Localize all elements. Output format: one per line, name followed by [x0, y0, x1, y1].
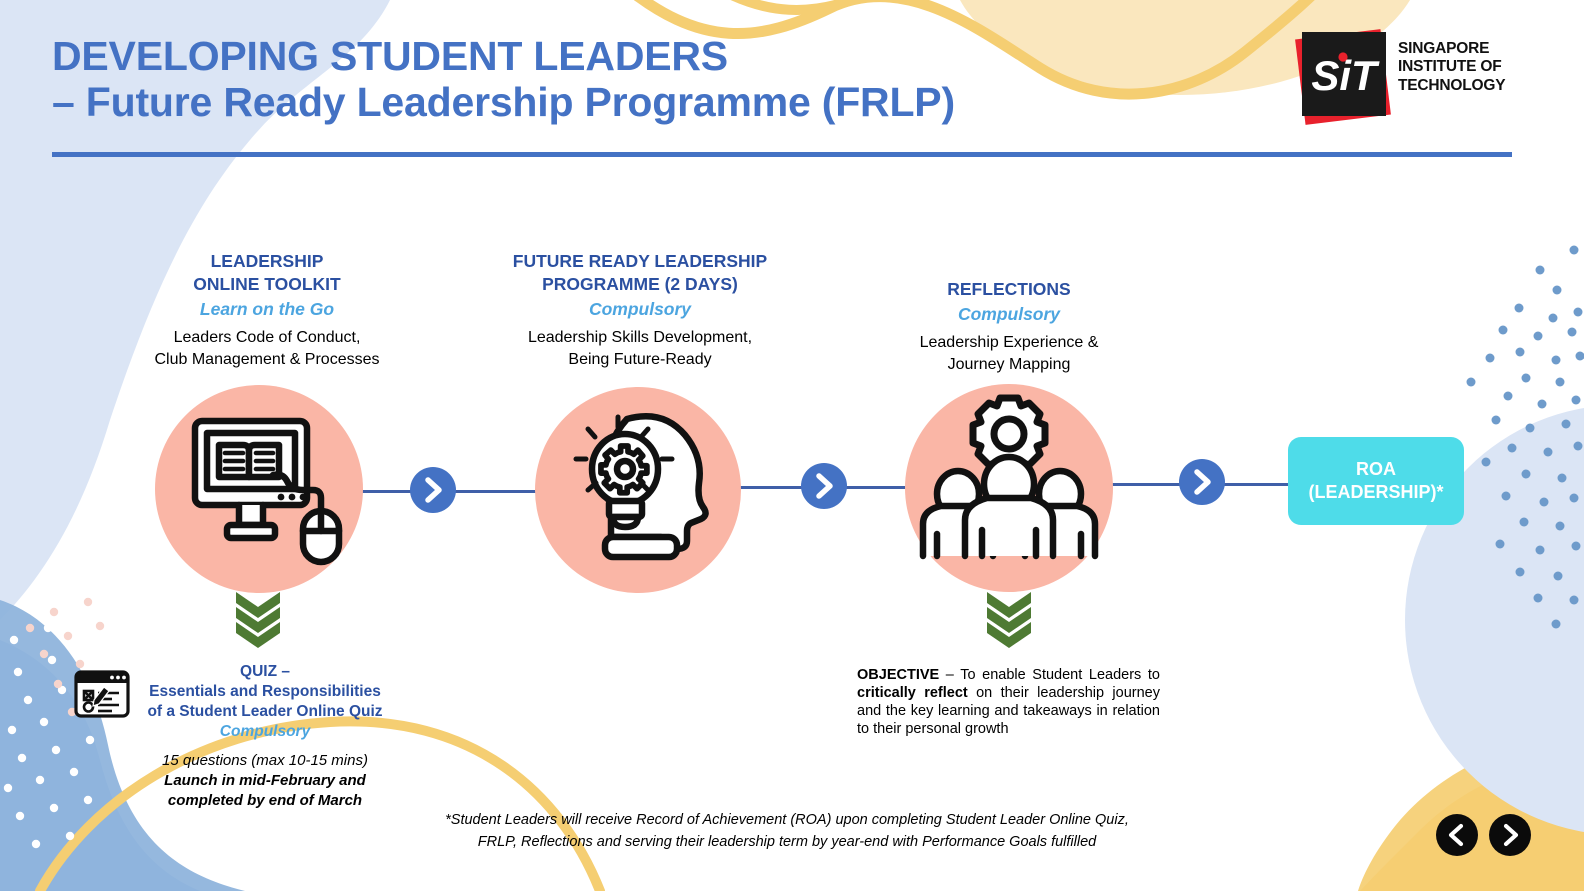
logo-word-line-2: INSTITUTE OF — [1398, 58, 1502, 76]
logo-word-line-3: TECHNOLOGY — [1398, 76, 1506, 94]
quiz-info-block: QUIZ – Essentials and Responsibilities o… — [140, 662, 390, 812]
stage-3-desc-line-2: Journey Mapping — [947, 355, 1071, 373]
chevron-right-icon — [1503, 823, 1519, 847]
objective-paragraph: OBJECTIVE – To enable Student Leaders to… — [857, 666, 1160, 739]
triple-chevron-down-icon — [987, 592, 1031, 648]
roa-line-1: ROA — [1355, 458, 1396, 479]
connector-5 — [1110, 483, 1206, 486]
pipeline-arrow-3 — [1179, 459, 1225, 505]
deco-wave-yellow-bottom — [35, 716, 605, 891]
stage-2-desc-line-2: Being Future-Ready — [568, 351, 712, 369]
chevron-right-icon — [1194, 469, 1211, 495]
roa-leadership-box[interactable]: ROA (LEADERSHIP)* — [1288, 437, 1464, 525]
team-gear-icon — [919, 394, 1099, 560]
quiz-icon-wrapper — [74, 670, 130, 718]
previous-slide-button[interactable] — [1436, 814, 1478, 856]
quiz-title-line-3: of a Student Leader Online Quiz — [147, 702, 383, 720]
objective-label: OBJECTIVE — [857, 667, 940, 683]
footnote-line-2: FRLP, Reflections and serving their lead… — [477, 833, 1097, 850]
stage-header-future-ready-leadership-programme: FUTURE READY LEADERSHIP PROGRAMME (2 DAY… — [495, 250, 785, 371]
deco-dots-right — [1466, 245, 1584, 629]
stage-2-subtitle: Compulsory — [588, 299, 692, 320]
connector-2 — [430, 490, 546, 493]
quiz-note-line-2-text: Launch in mid-February and — [164, 772, 366, 790]
stage-2-icon-circle — [535, 387, 741, 593]
quiz-title-line-2: Essentials and Responsibilities — [149, 682, 381, 700]
roa-line-2: (LEADERSHIP)* — [1308, 482, 1444, 502]
quiz-title-line-1: QUIZ – — [240, 663, 290, 680]
page-title: DEVELOPING STUDENT LEADERS – Future Read… — [52, 33, 1152, 126]
quiz-note-line-3: completed by end of March — [140, 791, 390, 811]
stage-1-icon-circle — [155, 385, 363, 593]
stage-3-subtitle: Compulsory — [957, 304, 1061, 325]
stage-header-reflections: REFLECTIONS Compulsory Leadership Experi… — [885, 278, 1133, 376]
footnote-block: *Student Leaders will receive Record of … — [392, 810, 1182, 854]
stage-3-title-line-1: REFLECTIONS — [947, 279, 1071, 299]
head-lightbulb-gear-icon — [573, 413, 709, 561]
quiz-note-line-2: Launch in mid-February and — [140, 771, 390, 791]
stage-3-icon-circle — [905, 384, 1113, 592]
logo-sit-mark: SiT — [1311, 52, 1380, 99]
quiz-note-line-1: 15 questions (max 10-15 mins) — [162, 751, 368, 769]
logo-wordmark: SINGAPORE INSTITUTE OF TECHNOLOGY — [1398, 40, 1506, 95]
chevron-right-icon — [816, 473, 833, 499]
deco-blob-top-yellow — [960, 0, 1410, 95]
quiz-subtitle: Compulsory — [219, 723, 311, 741]
footnote-line-1: *Student Leaders will receive Record of … — [445, 812, 1129, 828]
title-line-2: – Future Ready Leadership Programme (FRL… — [52, 78, 955, 125]
down-chevrons-quiz — [232, 590, 284, 648]
stage-2-title-line-2: PROGRAMME (2 DAYS) — [542, 274, 738, 295]
quiz-form-window-icon — [74, 670, 130, 718]
deco-wave-yellow-1 — [633, 0, 1315, 100]
stage-header-leadership-online-toolkit: LEADERSHIP ONLINE TOOLKIT Learn on the G… — [143, 250, 391, 371]
stage-1-subtitle: Learn on the Go — [199, 299, 335, 320]
stage-3-desc-line-1: Leadership Experience & — [919, 334, 1099, 352]
monitor-book-mouse-icon — [191, 417, 343, 566]
stage-2-title-line-1: FUTURE READY LEADERSHIP — [512, 251, 768, 271]
chevron-right-icon — [425, 477, 442, 503]
title-line-1: DEVELOPING STUDENT LEADERS — [52, 33, 728, 79]
pipeline-arrow-1 — [410, 467, 456, 513]
stage-1-title-line-1: LEADERSHIP — [210, 251, 324, 271]
stage-1-desc-line-2: Club Management & Processes — [154, 351, 380, 369]
logo-word-line-1: SINGAPORE — [1398, 40, 1490, 57]
connector-1 — [360, 490, 436, 493]
deco-wave-yellow-2 — [730, 0, 866, 15]
triple-chevron-down-icon — [236, 592, 280, 648]
stage-1-desc-line-1: Leaders Code of Conduct, — [173, 329, 361, 347]
objective-text-part-2: on their leadership journey and the key … — [857, 685, 1160, 738]
connector-3 — [740, 486, 826, 489]
down-chevrons-objective — [983, 590, 1035, 648]
next-slide-button[interactable] — [1489, 814, 1531, 856]
quiz-note-line-3-text: completed by end of March — [167, 792, 363, 810]
stage-1-title-line-2: ONLINE TOOLKIT — [193, 274, 341, 295]
objective-emphasis: critically reflect — [857, 685, 968, 702]
objective-text-part-1: – To enable Student Leaders to — [939, 667, 1160, 683]
sit-logo: SiT SINGAPORE INSTITUTE OF TECHNOLOGY — [1294, 28, 1526, 126]
connector-4 — [820, 486, 916, 489]
pipeline-arrow-2 — [801, 463, 847, 509]
connector-6 — [1198, 483, 1294, 486]
stage-2-desc-line-1: Leadership Skills Development, — [527, 329, 753, 347]
logo-black-square — [1302, 32, 1386, 116]
deco-blob-bottom-left-2 — [0, 600, 245, 891]
title-underline-rule — [52, 152, 1512, 157]
chevron-left-icon — [1448, 823, 1464, 847]
